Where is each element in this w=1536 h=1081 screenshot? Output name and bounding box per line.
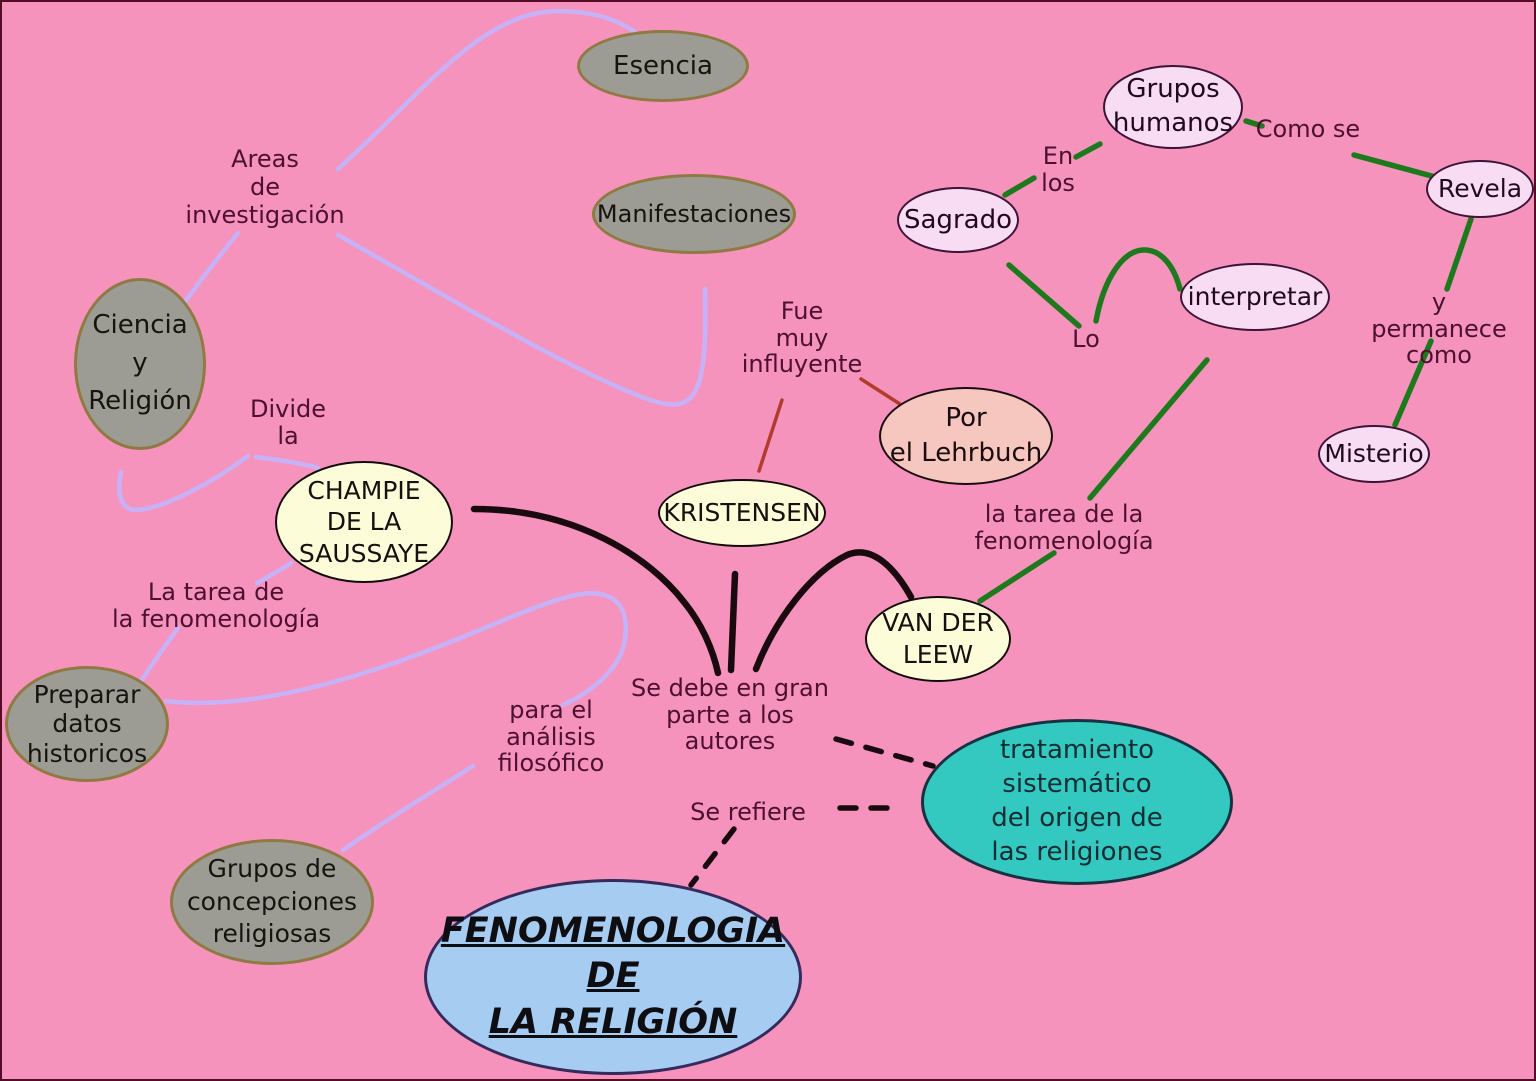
label-la-tarea-left: La tarea de la fenomenología — [111, 578, 321, 633]
edge-revela-ypermanece — [1444, 216, 1474, 292]
edge-divide-champie — [253, 454, 321, 471]
node-grupos-humanos[interactable]: Grupos humanos — [1103, 65, 1243, 149]
label-se-debe: Se debe en gran parte a los autores — [631, 674, 829, 755]
edge-areas-ciencia — [181, 230, 241, 306]
node-fenomenologia[interactable]: FENOMENOLOGIA DE LA RELIGIÓN — [424, 879, 802, 1075]
label-se-refiere: Se refiere — [690, 798, 806, 826]
node-misterio[interactable]: Misterio — [1318, 425, 1430, 483]
node-kristensen[interactable]: KRISTENSEN — [658, 479, 826, 547]
label-divide-la: Divide la — [249, 395, 327, 450]
edge-sagrado-enlos — [1002, 175, 1037, 198]
label-la-tarea-right: la tarea de la fenomenología — [974, 500, 1154, 555]
node-manifestaciones[interactable]: Manifestaciones — [592, 174, 796, 254]
edge-areas-esencia — [335, 8, 638, 172]
node-ciencia-religion[interactable]: Ciencia y Religión — [74, 278, 206, 450]
node-champie[interactable]: CHAMPIE DE LA SAUSSAYE — [275, 461, 453, 583]
label-lo: Lo — [1072, 325, 1100, 353]
label-y-permanece-como: y permanece como — [1371, 288, 1507, 369]
edge-ypermanece-misterio — [1392, 338, 1434, 428]
edge-latarea-interpretar — [1087, 357, 1210, 501]
edge-gruposconcepciones-paraelanalisis — [340, 763, 476, 853]
edge-enlos-gruposhumanos — [1073, 141, 1103, 160]
edge-sedebe-kristensen — [727, 570, 739, 674]
edge-lo-sagrado — [1006, 262, 1082, 329]
node-sagrado[interactable]: Sagrado — [897, 187, 1019, 253]
edge-divide-ciencia — [117, 453, 251, 513]
edge-champie-latarea — [254, 560, 294, 586]
label-fue-muy-influyente: Fue muy influyente — [741, 297, 863, 378]
node-preparar-datos[interactable]: Preparar datos historicos — [5, 666, 169, 782]
edge-sedebe-vanderleew — [752, 549, 915, 673]
label-para-el-analisis: para el análisis filosófico — [497, 696, 605, 777]
node-tratamiento[interactable]: tratamiento sistemático del origen de la… — [921, 719, 1233, 885]
edge-areas-manifestaciones — [335, 232, 708, 407]
node-por-el-lehrbuch[interactable]: Por el Lehrbuch — [879, 387, 1053, 485]
edge-lo-interpretar — [1093, 247, 1183, 324]
label-areas-de-investigacion: Areas de investigación — [185, 145, 345, 229]
edge-preparar-paraelanalisis — [163, 591, 628, 708]
edge-kristensen-fuemuy — [757, 398, 784, 473]
node-revela[interactable]: Revela — [1426, 160, 1534, 218]
edge-comose-revela — [1351, 152, 1442, 181]
node-interpretar[interactable]: interpretar — [1180, 263, 1330, 331]
node-grupos-concepciones[interactable]: Grupos de concepciones religiosas — [170, 839, 374, 965]
node-esencia[interactable]: Esencia — [577, 30, 749, 102]
edge-autores-tratamiento — [833, 736, 936, 769]
edge-gruposhumanos-comose — [1243, 118, 1265, 129]
label-como-se: Como se — [1255, 115, 1361, 143]
edge-sedebe-champie — [470, 505, 722, 677]
edge-serefiere-fenomenologia — [688, 826, 737, 888]
edge-latarea-preparar — [134, 625, 181, 691]
label-en-los: En los — [1041, 142, 1075, 197]
edge-vanderleew-latarea — [977, 550, 1057, 604]
node-van-der-leew[interactable]: VAN DER LEEW — [865, 596, 1011, 682]
